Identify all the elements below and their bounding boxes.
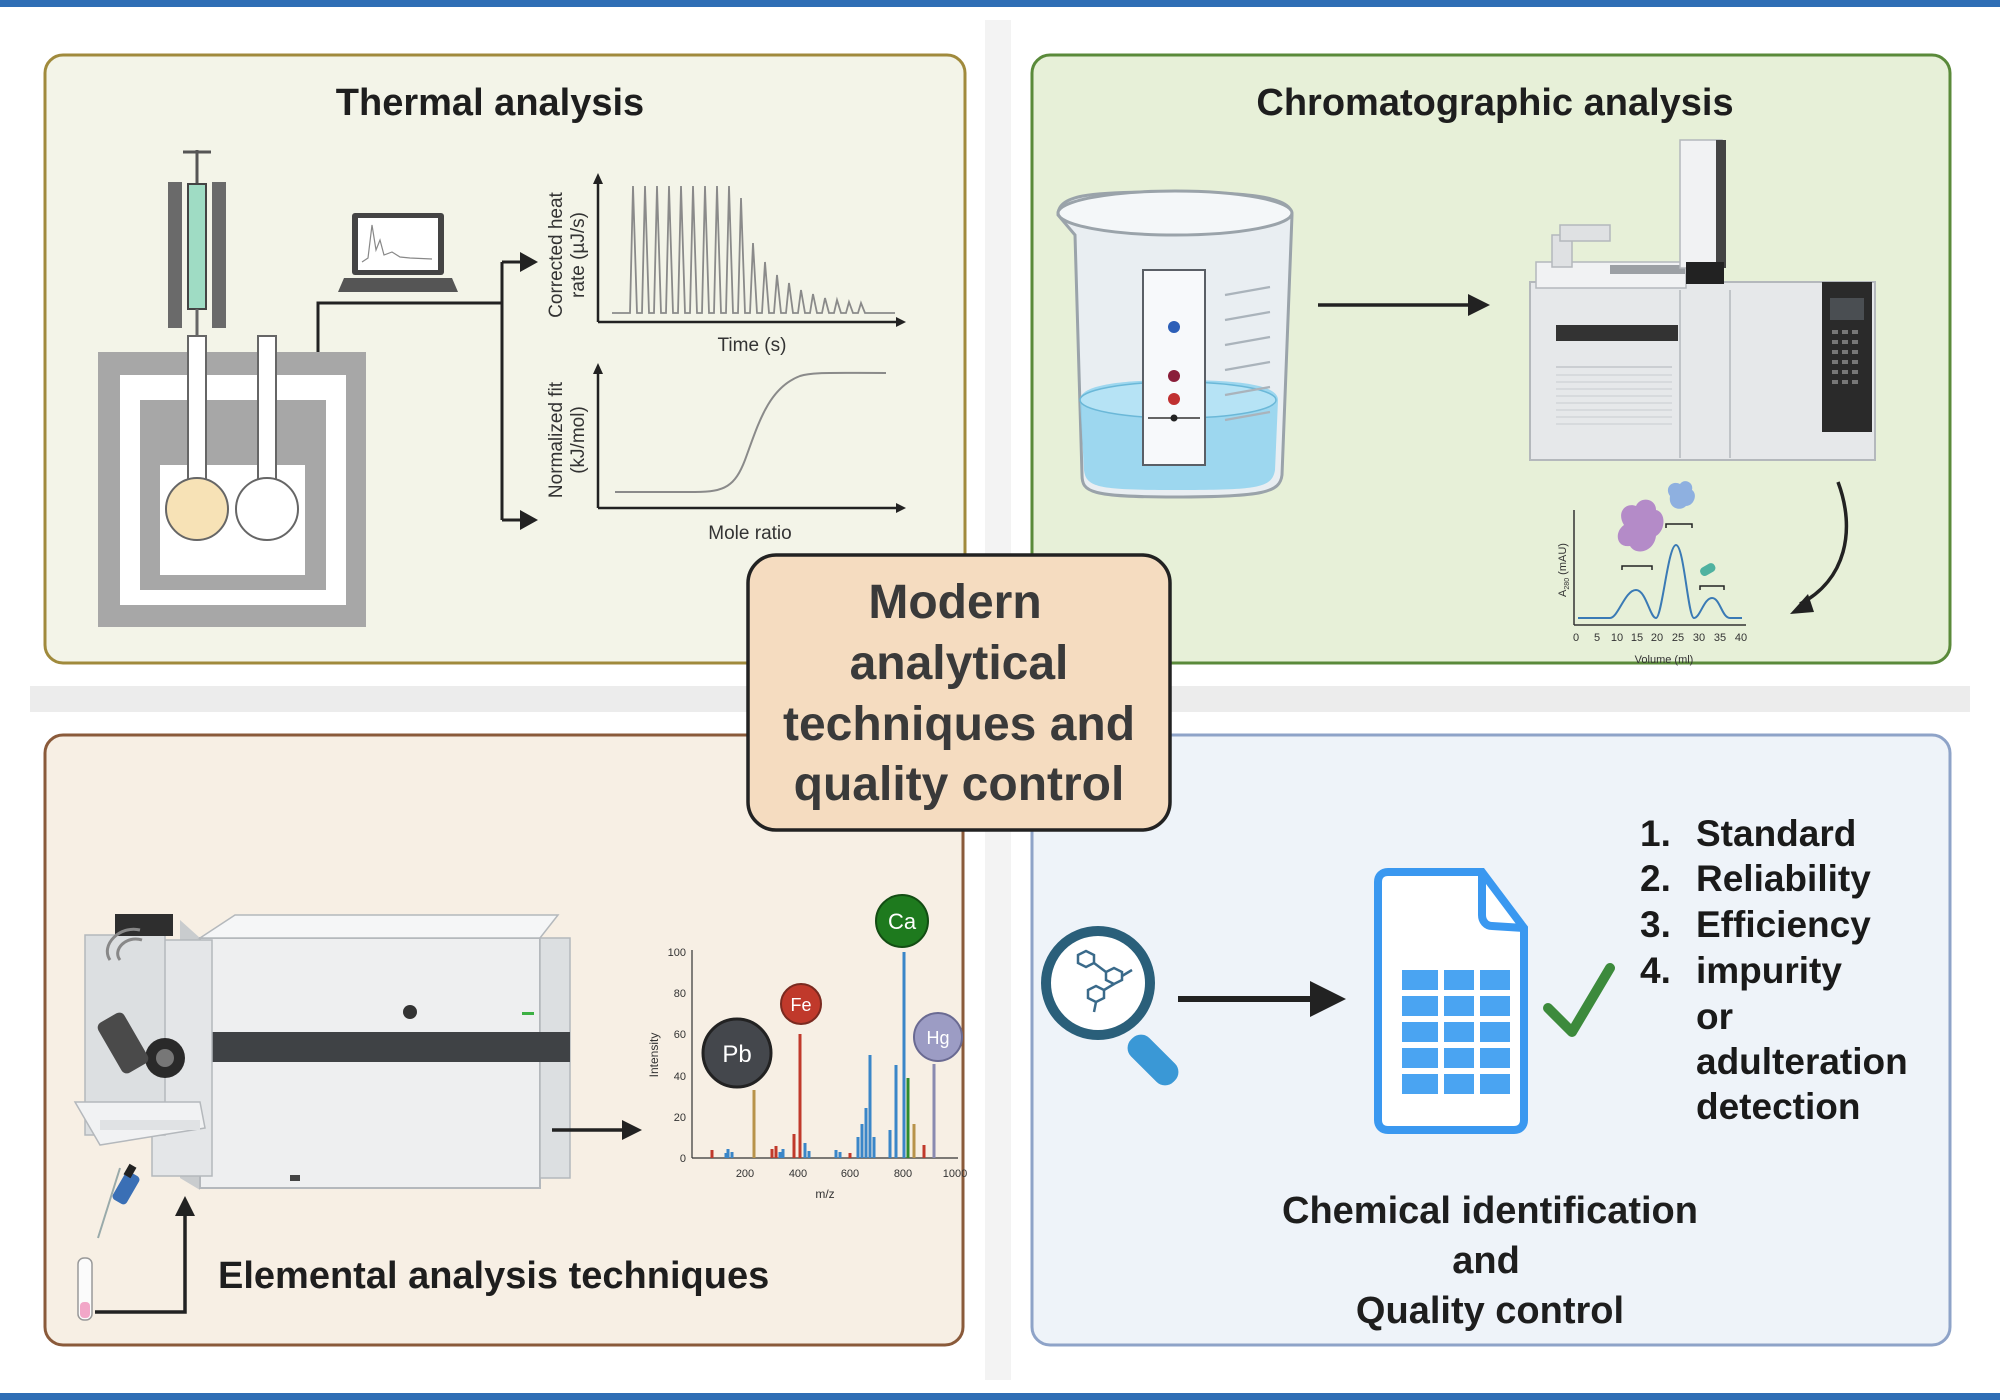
criteria-item-text: Reliability — [1696, 858, 1871, 899]
element-badge-pb: Pb — [701, 1017, 773, 1089]
element-badge-fe: Fe — [780, 983, 822, 1025]
pipette-icon — [97, 1163, 140, 1239]
element-label-hg: Hg — [926, 1028, 949, 1048]
center-title-line2: analytical — [850, 637, 1069, 690]
spectrum-xtick: 1000 — [943, 1168, 967, 1180]
chromatogram-xtick: 40 — [1735, 632, 1747, 644]
heat-rate-ylabel-line2: rate (µJ/s) — [568, 212, 589, 298]
heat-rate-xlabel: Time (s) — [718, 335, 787, 356]
spectrum-xtick: 600 — [841, 1168, 859, 1180]
heat-rate-plot: Corrected heat rate (µJ/s) Time (s) — [546, 173, 906, 356]
normalized-fit-ylabel-line1: Normalized fit — [546, 381, 567, 498]
gas-chromatograph-illustration — [1529, 139, 1876, 461]
protein-blob-purple — [1617, 499, 1664, 552]
top-border-line — [0, 0, 2000, 7]
spectrum-ytick: 0 — [680, 1153, 686, 1165]
element-badge-ca: Ca — [875, 894, 929, 948]
criteria-item-continuation: adulteration — [1696, 1041, 1908, 1082]
thermal-panel-title: Thermal analysis — [336, 82, 644, 124]
criteria-item-number: 2. — [1640, 858, 1671, 899]
center-title-line3: techniques and — [783, 698, 1135, 751]
laptop-icon — [338, 213, 458, 292]
chromatogram-xtick: 0 — [1573, 632, 1579, 644]
spectrum-ytick: 80 — [674, 988, 686, 1000]
spectrum-xtick: 800 — [894, 1168, 912, 1180]
protein-blob-blue — [1667, 481, 1695, 509]
tube-to-instrument-arrow — [95, 1210, 187, 1314]
checkmark-icon — [1543, 963, 1615, 1037]
protein-blob-teal — [1700, 563, 1716, 576]
chromatogram-xtick: 25 — [1672, 632, 1684, 644]
chromatogram-xtick: 5 — [1594, 632, 1600, 644]
center-box — [746, 553, 1172, 832]
element-label-ca: Ca — [888, 909, 917, 934]
quality-title-line3: Quality control — [1356, 1290, 1624, 1332]
magnifier-icon — [1041, 926, 1179, 1086]
arrow-head-top — [520, 252, 538, 272]
bottom-border-line — [0, 1393, 2000, 1400]
chromatogram-xticks: 0 5 10 15 20 25 30 35 40 — [1573, 632, 1747, 644]
chromatogram-ylabel: A280 (mAU) — [1557, 543, 1571, 597]
quality-title-line1: Chemical identification — [1282, 1190, 1698, 1232]
element-label-fe: Fe — [790, 995, 811, 1015]
arrow-head-bottom — [520, 510, 538, 530]
chromatogram-xtick: 30 — [1693, 632, 1705, 644]
quality-panel-title: Chemical identification and Quality cont… — [1282, 1190, 1698, 1332]
heat-rate-curve — [612, 185, 895, 314]
spectrum-xtick: 400 — [789, 1168, 807, 1180]
chromatogram-xtick: 10 — [1611, 632, 1623, 644]
chromatogram-xtick: 15 — [1631, 632, 1643, 644]
element-badge-hg: Hg — [913, 1012, 963, 1062]
spreadsheet-document-icon — [1374, 868, 1528, 1134]
thermal-panel: Thermal analysis — [43, 53, 967, 665]
criteria-item-text: impurity — [1696, 950, 1842, 991]
spectrum-ylabel: Intensity — [647, 1033, 661, 1078]
chromatographic-panel: Chromatographic analysis — [1030, 53, 1952, 666]
spectrum-xtick: 200 — [736, 1168, 754, 1180]
spectrum-ytick: 100 — [668, 947, 686, 959]
mass-spectrum-plot: 0 20 40 60 80 100 200 400 600 800 1000 I… — [647, 894, 967, 1201]
chromatogram-xtick: 35 — [1714, 632, 1726, 644]
criteria-item-text: Efficiency — [1696, 904, 1871, 945]
spectrum-xlabel: m/z — [815, 1187, 834, 1201]
criteria-item-number: 3. — [1640, 904, 1671, 945]
criteria-item-continuation: detection — [1696, 1086, 1860, 1127]
center-title-line1: Modern — [868, 576, 1041, 629]
normalized-fit-ylabel-line2: (kJ/mol) — [568, 406, 589, 474]
element-label-pb: Pb — [722, 1041, 751, 1068]
spectrum-ytick: 40 — [674, 1071, 686, 1083]
normalized-fit-xlabel: Mole ratio — [708, 523, 791, 544]
criteria-list: 1. Standard 2. Reliability 3. Efficiency… — [1640, 813, 1908, 1127]
chromatogram-xtick: 20 — [1651, 632, 1663, 644]
quality-title-line2: and — [1452, 1240, 1520, 1282]
center-title-line4: quality control — [794, 758, 1125, 811]
chromatogram-plot: A280 (mAU) 0 5 10 15 20 25 30 35 40 Volu… — [1557, 481, 1747, 666]
tlc-beaker-illustration — [1056, 189, 1294, 499]
heat-rate-ylabel-line1: Corrected heat — [546, 191, 567, 317]
normalized-fit-plot: Normalized fit (kJ/mol) Mole ratio — [546, 363, 906, 544]
curved-arrow-to-chromatogram — [1799, 481, 1849, 606]
criteria-item-number: 4. — [1640, 950, 1671, 991]
spectrum-ytick: 60 — [674, 1029, 686, 1041]
criteria-item-number: 1. — [1640, 813, 1671, 854]
criteria-item-text: Standard — [1696, 813, 1856, 854]
chromatogram-xlabel: Volume (ml) — [1635, 654, 1694, 666]
criteria-item-continuation: or — [1696, 996, 1733, 1037]
elemental-panel-title: Elemental analysis techniques — [218, 1255, 769, 1297]
chromatogram-trace — [1578, 543, 1742, 620]
icp-ms-instrument-illustration — [73, 914, 571, 1190]
elemental-panel: Elemental analysis techniques — [43, 733, 967, 1347]
spectrum-ytick: 20 — [674, 1112, 686, 1124]
sigmoid-curve — [615, 371, 887, 493]
sample-tube-icon — [77, 1257, 93, 1321]
quality-panel: 1. Standard 2. Reliability 3. Efficiency… — [1030, 733, 1952, 1347]
chromatographic-panel-title: Chromatographic analysis — [1256, 82, 1733, 124]
center-title-box: Modern analytical techniques and quality… — [746, 553, 1172, 832]
calorimeter-illustration — [98, 150, 502, 627]
